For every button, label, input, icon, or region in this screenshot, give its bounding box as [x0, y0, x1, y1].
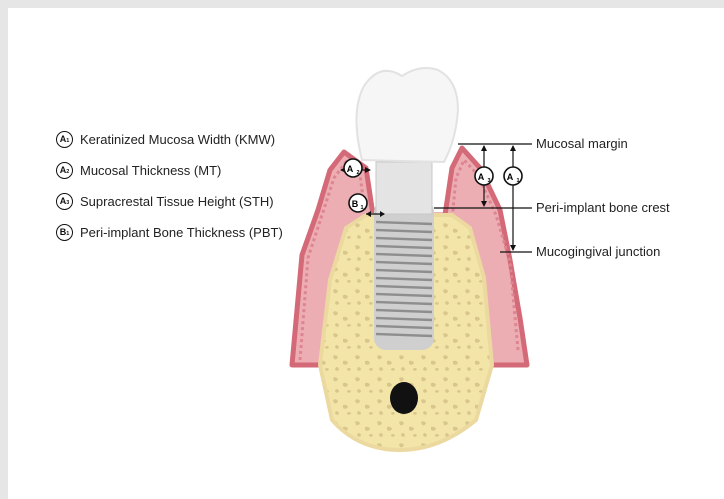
bone-crest-label: Peri-implant bone crest — [536, 200, 670, 215]
svg-text:2: 2 — [357, 170, 360, 176]
badge-a3-diagram-icon: A 3 — [475, 167, 493, 185]
badge-b1-diagram-icon: B 1 — [349, 194, 367, 212]
mucogingival-junction-label: Mucogingival junction — [536, 244, 660, 259]
implant — [374, 162, 434, 350]
mucosal-margin-label: Mucosal margin — [536, 136, 628, 151]
svg-text:3: 3 — [488, 178, 491, 184]
svg-text:B: B — [352, 199, 359, 209]
svg-text:A: A — [507, 172, 514, 182]
svg-text:A: A — [478, 172, 485, 182]
svg-text:A: A — [347, 164, 354, 174]
badge-a2-diagram-icon: A 2 — [344, 159, 362, 177]
crown — [356, 68, 458, 162]
svg-text:1: 1 — [361, 205, 364, 211]
svg-text:1: 1 — [517, 178, 520, 184]
badge-a1-diagram-icon: A 1 — [504, 167, 522, 185]
nerve-canal — [390, 382, 418, 414]
